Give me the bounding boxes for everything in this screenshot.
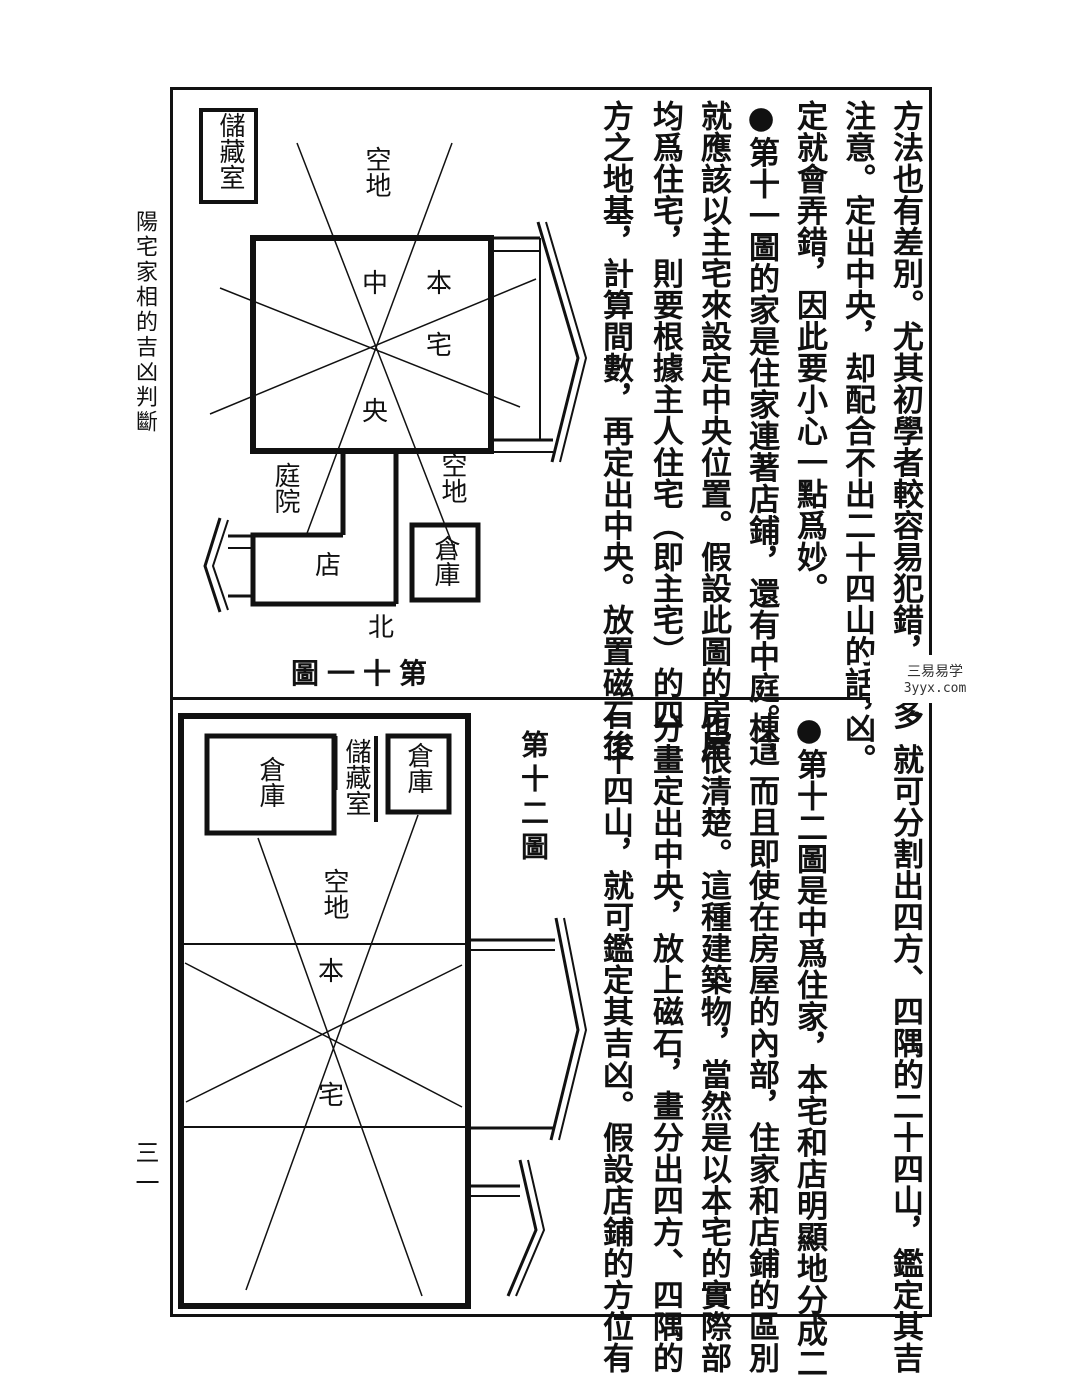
bottom-text-col-6: 分畫定出中央，放上磁石，畫分出四方、四隅的 <box>647 712 683 1374</box>
fig12-storage-label: 儲藏室 <box>341 738 371 816</box>
fig11-open-top-label: 空地 <box>361 146 391 198</box>
spine-title: 陽宅家相的吉凶判斷 <box>132 210 157 435</box>
fig11-main1-label: 本 <box>426 269 452 299</box>
fig11-shop-label: 店 <box>315 551 341 581</box>
fig11-storage-label: 儲藏室 <box>215 112 245 190</box>
bottom-text-col-7: 二十四山，就可鑑定其吉凶。假設店鋪的方位有 <box>597 712 633 1374</box>
top-text-col-4: ●第十一圖的家是住家連著店鋪，還有中庭。這 <box>743 100 779 767</box>
bottom-text-col-5: 也很清楚。這種建築物，當然是以本宅的實際部 <box>695 712 731 1374</box>
top-text-col-5: 就應該以主宅來設定中央位置。假設此圖的房屋 <box>695 100 731 762</box>
fig12-caption: 第十二圖 <box>517 730 550 866</box>
top-text-col-3: 定就會弄錯，因此要小心一點爲妙。 <box>791 100 827 604</box>
bottom-text-col-4: 棟，而且即使在房屋的內部，住家和店鋪的區別 <box>743 712 779 1374</box>
fig11-caption: 第十一圖 <box>290 657 435 690</box>
watermark-line2: 3yyx.com <box>903 681 967 696</box>
fig11-center-label: 中 <box>362 269 388 299</box>
fig11-yang-label: 央 <box>362 397 388 427</box>
top-text-col-6: 均爲住宅，則要根據主人住宅（即主宅）的四 <box>647 100 683 730</box>
bottom-text-col-3: ●第十二圖是中爲住家，本宅和店明顯地分成二 <box>791 712 827 1379</box>
top-text-col-1: 方法也有差別。尤其初學者較容易犯錯，應多 <box>887 100 923 730</box>
fig11-open-right-label: 空地 <box>437 452 467 504</box>
watermark-line1: 三易易学 <box>907 664 963 680</box>
top-text-col-7: 方之地基，計算間數，再定出中央。放置磁石後 <box>597 100 633 762</box>
watermark: 三易易学 3yyx.com <box>870 655 1000 703</box>
bottom-text-col-1: ，就可分割出四方、四隅的二十四山，鑑定其吉 <box>887 712 923 1374</box>
fig11-courtyard-label: 庭院 <box>270 462 300 514</box>
fig11-main2-label: 宅 <box>426 331 452 361</box>
fig12-warehouse-right-label: 倉庫 <box>403 742 433 794</box>
bottom-text-col-2: 凶。 <box>839 712 875 775</box>
page-number: 三一 <box>131 1140 159 1200</box>
fig12-main1-label: 本 <box>318 957 344 987</box>
top-text-col-2: 注意。定出中央，却配合不出二十四山的話， <box>839 100 875 730</box>
fig12-main2-label: 宅 <box>318 1081 344 1111</box>
fig12-open-label: 空地 <box>319 868 349 920</box>
section-divider <box>170 697 932 700</box>
fig11-warehouse-label: 倉庫 <box>430 535 460 587</box>
fig12-warehouse-left-label: 倉庫 <box>255 756 285 808</box>
fig11-north-label: 北 <box>368 613 394 643</box>
